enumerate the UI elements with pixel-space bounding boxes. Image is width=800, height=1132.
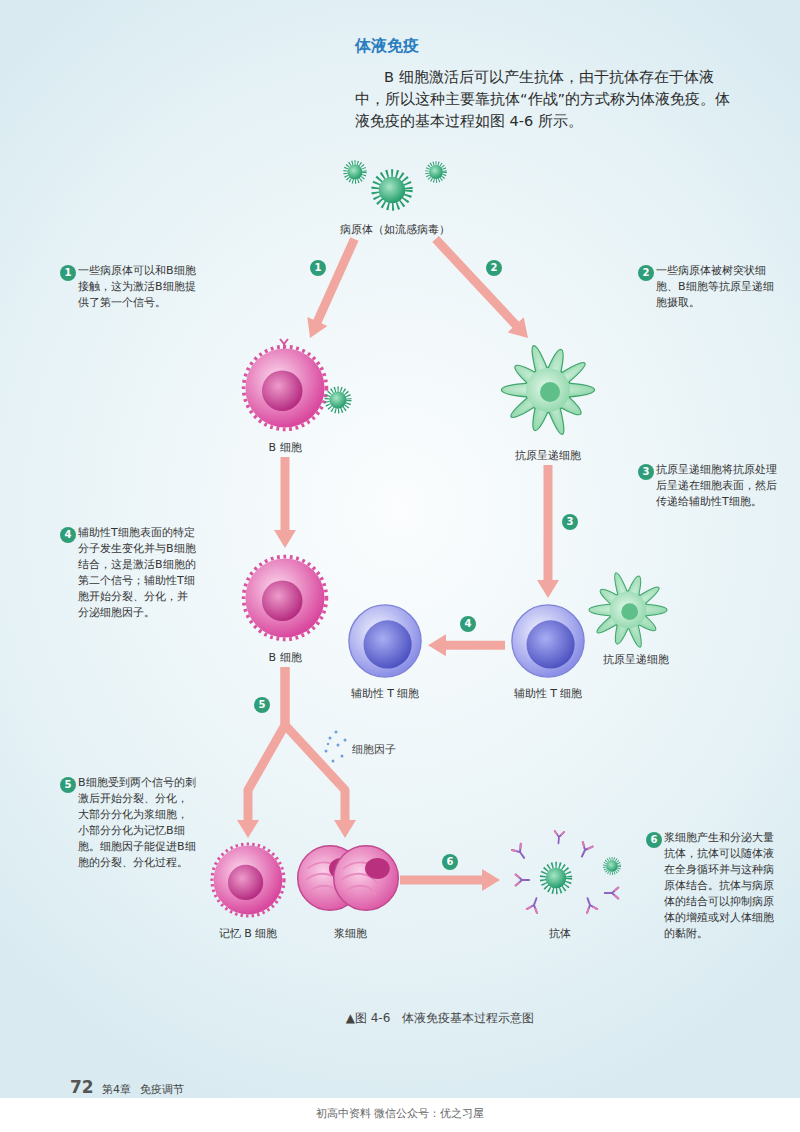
arrowhead xyxy=(428,634,446,656)
chapter-label: 第4章 xyxy=(102,1082,131,1097)
arrow-number: 6 xyxy=(442,854,458,870)
callout-number: 5 xyxy=(60,777,76,793)
apc-drawing xyxy=(502,344,594,435)
process-arrow xyxy=(436,239,528,338)
cell-label: 辅助性 T 细胞 xyxy=(514,686,583,701)
helper-t-cell: 辅助性 T 细胞 xyxy=(505,598,591,703)
process-arrow xyxy=(537,465,559,598)
cell-label: 浆细胞 xyxy=(334,926,367,941)
arrow-number: 4 xyxy=(460,616,476,632)
virus-icon xyxy=(346,163,365,182)
arrow-shaft xyxy=(400,876,486,885)
arrowhead xyxy=(482,869,500,891)
intro-paragraph: B 细胞激活后可以产生抗体，由于抗体存在于体液中，所以这种主要靠抗体“作战”的方… xyxy=(355,66,743,132)
callout-number: 4 xyxy=(60,527,76,543)
cell-label: 辅助性 T 细胞 xyxy=(351,686,420,701)
figure-caption: ▲图 4-6 体液免疫基本过程示意图 xyxy=(240,1010,640,1027)
arrowhead xyxy=(508,317,528,338)
virus-icon xyxy=(605,859,620,874)
arrow-number: 5 xyxy=(254,697,270,713)
page-number: 72 xyxy=(70,1077,94,1097)
plasma-cell-drawing xyxy=(334,846,399,911)
process-arrow xyxy=(307,239,354,338)
antibody-symbol xyxy=(527,896,542,912)
virus-icon xyxy=(327,389,349,411)
apc-drawing xyxy=(589,572,666,649)
b-cell: B 细胞 xyxy=(235,338,335,457)
antigen-presenting-cell: 抗原呈递细胞 xyxy=(594,568,678,669)
arrowhead xyxy=(274,530,296,548)
process-arrow xyxy=(428,634,505,656)
callout-text: 抗原呈递细胞将抗原处理后呈递在细胞表面，然后传递给辅助性T细胞。 xyxy=(656,462,778,510)
callout-number: 1 xyxy=(60,265,76,281)
arrow-number: 2 xyxy=(486,260,502,276)
helper-t-cell: 辅助性 T 细胞 xyxy=(342,598,428,703)
memory-b-cell-drawing xyxy=(212,844,284,916)
cell-label: 抗体 xyxy=(549,926,571,941)
receptor-symbol xyxy=(280,339,288,349)
arrow-shaft xyxy=(248,667,285,824)
callout-number: 6 xyxy=(646,832,662,848)
callout-number: 2 xyxy=(638,265,654,281)
arrowhead xyxy=(334,820,356,838)
antibody-symbol xyxy=(577,842,592,859)
arrow-number: 3 xyxy=(562,514,578,530)
callout-number: 3 xyxy=(638,464,654,480)
b-cell-drawing xyxy=(244,557,327,640)
arrow-shaft xyxy=(544,465,553,584)
virus-icon xyxy=(543,865,569,891)
arrow-shaft xyxy=(442,641,505,650)
arrowhead xyxy=(237,820,259,838)
process-arrow xyxy=(285,667,356,838)
antigen-presenting-cell: 抗原呈递细胞 xyxy=(498,338,598,465)
callout-text: 一些病原体可以和B细胞接触，这为激活B细胞提供了第一个信号。 xyxy=(78,263,196,311)
cell-label: B 细胞 xyxy=(268,440,301,455)
plasma-cell: 浆细胞 xyxy=(300,838,400,943)
callout-text: 一些病原体被树突状细胞、B细胞等抗原呈递细胞摄取。 xyxy=(656,263,778,311)
cell-label: 抗原呈递细胞 xyxy=(515,448,581,463)
process-arrow xyxy=(237,667,285,838)
arrow-shaft xyxy=(285,667,345,824)
t-cell-drawing xyxy=(512,605,584,677)
callout-text: 辅助性T细胞表面的特定分子发生变化并与B细胞结合，这是激活B细胞的第二个信号；辅… xyxy=(78,525,196,621)
process-arrow xyxy=(274,457,296,548)
section-title: 体液免疫 xyxy=(355,36,419,57)
process-arrow xyxy=(400,869,500,891)
cytokine-label: 细胞因子 xyxy=(352,742,396,757)
memory-b-cell: 记忆 B 细胞 xyxy=(206,838,290,943)
antibody-symbol xyxy=(512,844,529,861)
b-cell-drawing xyxy=(244,347,327,430)
antibody: 抗体 xyxy=(500,838,620,943)
antibody-symbol xyxy=(516,875,530,886)
virus-icon xyxy=(427,163,444,180)
cell-label: 记忆 B 细胞 xyxy=(219,926,278,941)
b-cell: B 细胞 xyxy=(235,548,335,667)
cell-label: 抗原呈递细胞 xyxy=(603,652,669,667)
arrowhead xyxy=(537,580,559,598)
callout-text: B细胞受到两个信号的刺激后开始分裂、分化，大部分分化为浆细胞，小部分分化为记忆B… xyxy=(78,775,196,871)
callout-text: 浆细胞产生和分泌大量抗体，抗体可以随体液在全身循环并与这种病原体结合。抗体与病原… xyxy=(664,830,778,942)
pathogen: 病原体（如流感病毒） xyxy=(337,158,453,239)
watermark: 初高中资料 微信公众号：优之习屋 xyxy=(0,1106,800,1121)
cell-label: 病原体（如流感病毒） xyxy=(340,222,450,237)
arrow-shaft xyxy=(316,239,355,325)
antibody-symbol xyxy=(605,888,619,899)
arrow-shaft xyxy=(281,457,290,534)
cytokine-dots xyxy=(325,731,347,763)
antibody-symbol xyxy=(582,896,597,912)
arrow-shaft xyxy=(436,239,519,328)
virus-icon xyxy=(375,173,408,206)
chapter-label: 免疫调节 xyxy=(140,1082,184,1097)
antibody-symbol xyxy=(554,831,565,844)
arrowhead xyxy=(307,317,327,338)
page-bottom-band xyxy=(0,1098,800,1132)
cell-label: B 细胞 xyxy=(268,650,301,665)
arrow-number: 1 xyxy=(310,260,326,276)
t-cell-drawing xyxy=(349,605,421,677)
